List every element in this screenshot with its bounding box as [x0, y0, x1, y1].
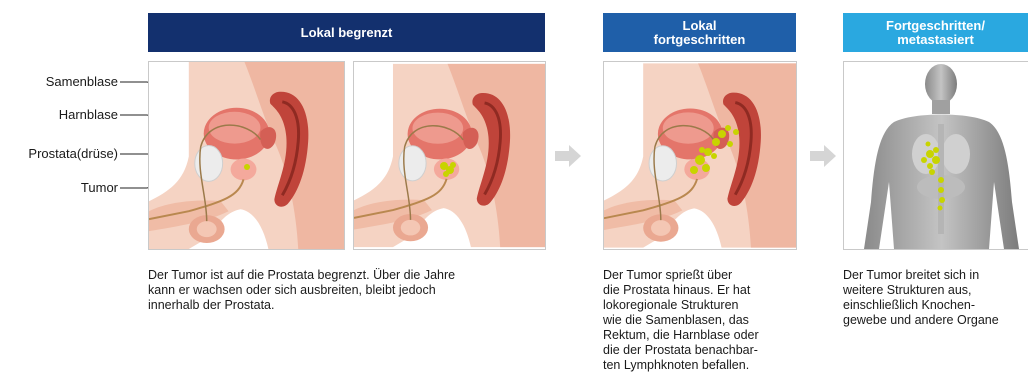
tumor-dot	[244, 164, 250, 170]
label-bladder: Harnblase	[0, 107, 118, 122]
panel-metastatic	[843, 61, 1028, 250]
anatomy-illustration	[604, 62, 796, 249]
header-localized: Lokal begrenzt	[148, 13, 545, 52]
caption-metastatic: Der Tumor breitet sich in weitere Strukt…	[843, 268, 1028, 328]
arrow-right-icon	[810, 145, 836, 167]
header-metastatic: Fortgeschritten/ metastasiert	[843, 13, 1028, 52]
panel-localized-1	[148, 61, 345, 250]
label-tumor: Tumor	[0, 180, 118, 195]
label-prostate: Prostata(drüse)	[0, 146, 118, 161]
caption-locally-advanced: Der Tumor sprießt über die Prostata hina…	[603, 268, 803, 373]
panel-localized-2	[353, 61, 546, 250]
anatomy-illustration	[149, 62, 344, 249]
header-locally-advanced: Lokal fortgeschritten	[603, 13, 796, 52]
panel-locally-advanced	[603, 61, 797, 250]
caption-localized: Der Tumor ist auf die Prostata begrenzt.…	[148, 268, 548, 313]
label-seminal-vesicle: Samenblase	[0, 74, 118, 89]
body-illustration	[844, 62, 1028, 249]
anatomy-illustration	[354, 62, 545, 249]
arrow-right-icon	[555, 145, 581, 167]
